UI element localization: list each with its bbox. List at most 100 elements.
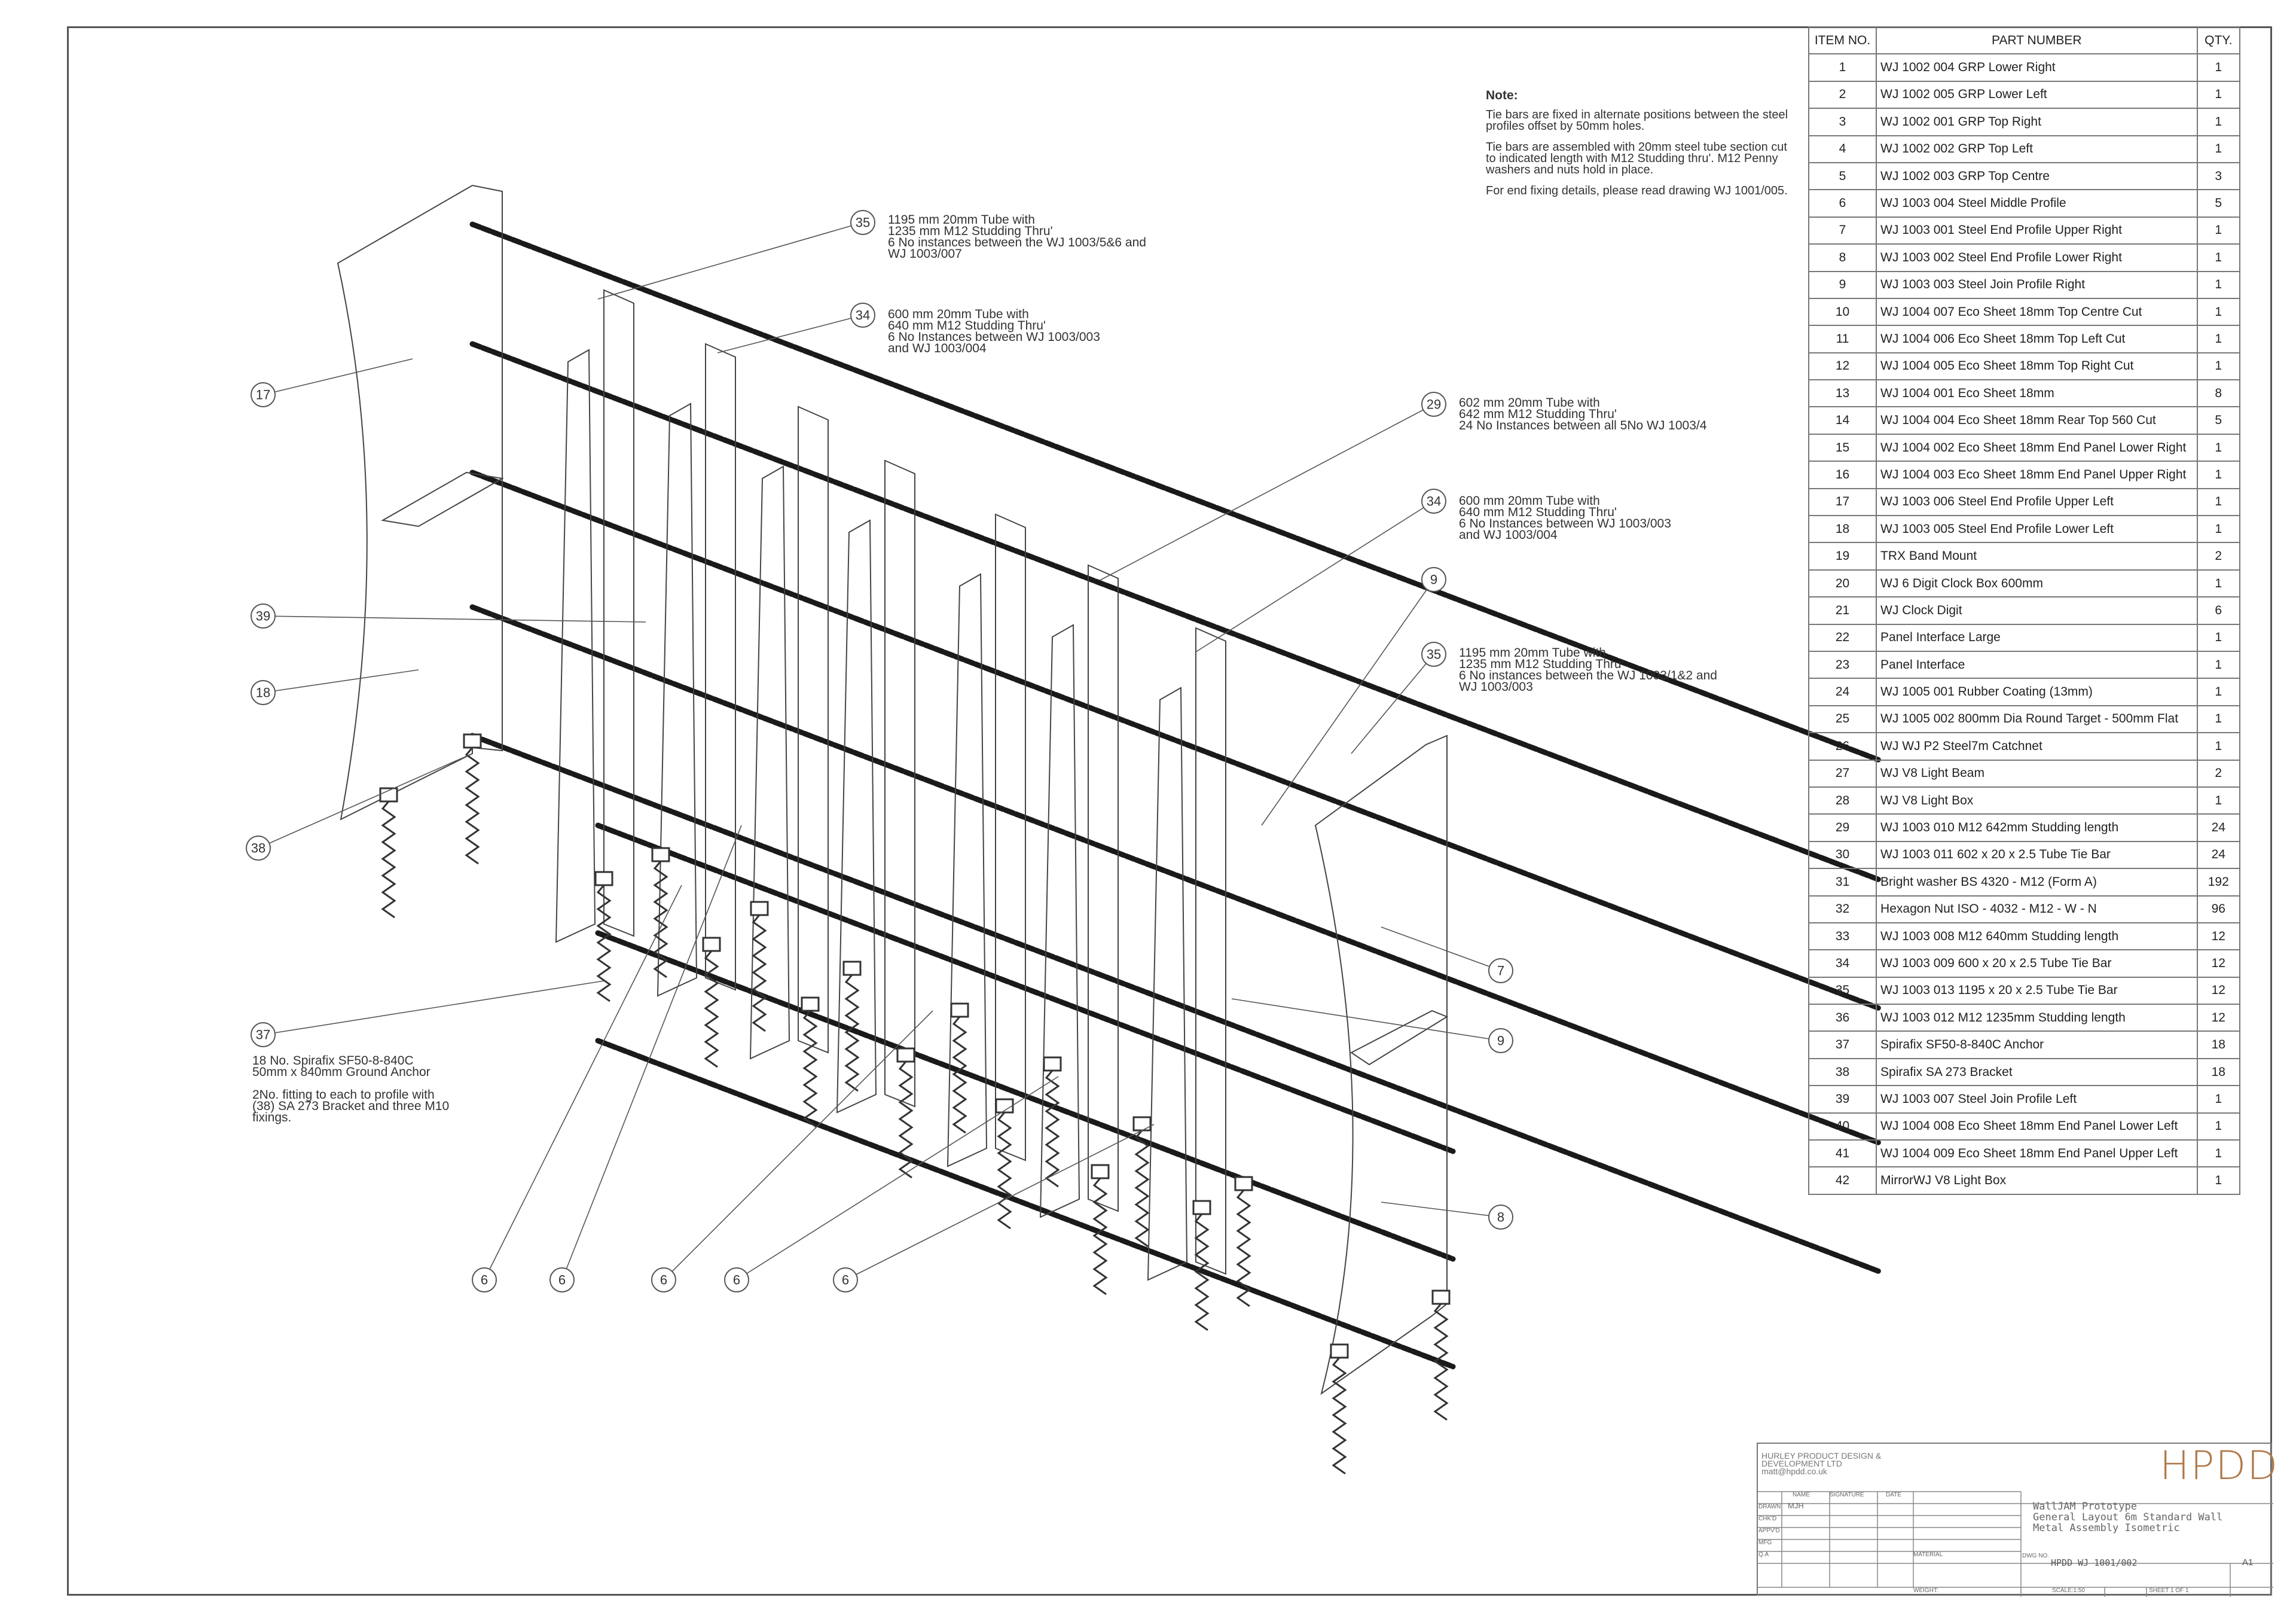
bom-header-qty: QTY. — [2196, 26, 2241, 55]
balloon-label: 6 — [842, 1273, 849, 1288]
bom-part-number: WJ 1002 001 GRP Top Right — [1876, 108, 2198, 136]
bom-item-no: 27 — [1808, 759, 1877, 788]
bom-qty: 5 — [2196, 406, 2241, 435]
anchor-bracket — [1043, 1056, 1062, 1072]
tb-label-scale: SCALE:1:50 — [2052, 1587, 2086, 1594]
tb-label-mfg: MFG — [1758, 1539, 1772, 1546]
leader-line — [717, 315, 863, 353]
bom-item-no: 40 — [1808, 1112, 1877, 1141]
bom-qty: 1 — [2196, 53, 2241, 82]
bom-qty: 5 — [2196, 189, 2241, 218]
bom-header-row: ITEM NO. PART NUMBER QTY. — [1808, 26, 2241, 55]
bom-part-number: WJ WJ P2 Steel7m Catchnet — [1876, 732, 2198, 761]
tb-label-appvd: APPV'D — [1758, 1528, 1780, 1534]
bom-item-no: 17 — [1808, 487, 1877, 517]
ground-anchor — [952, 1016, 967, 1134]
middle-profile — [995, 513, 1026, 1161]
balloon-circle — [833, 1267, 858, 1292]
bom-item-no: 4 — [1808, 135, 1877, 163]
bom-part-number: WJ 1004 006 Eco Sheet 18mm Top Left Cut — [1876, 325, 2198, 353]
balloon-circle — [1421, 567, 1446, 592]
balloon-circle — [1421, 642, 1446, 667]
bom-item-no: 36 — [1808, 1004, 1877, 1032]
title-block — [1757, 1443, 2273, 1597]
leader-line — [1381, 926, 1501, 971]
anchor-bracket — [1431, 1289, 1451, 1305]
bom-qty: 12 — [2196, 1004, 2241, 1032]
bom-qty: 1 — [2196, 515, 2241, 544]
bom-part-number: WJ 1003 001 Steel End Profile Upper Righ… — [1876, 216, 2198, 245]
bom-item-no: 2 — [1808, 80, 1877, 109]
bom-item-no: 32 — [1808, 895, 1877, 923]
balloon-circle — [246, 836, 271, 861]
callout-35-lower: 1195 mm 20mm Tube with 1235 mm M12 Studd… — [1459, 646, 1717, 694]
bom-qty: 2 — [2196, 759, 2241, 788]
bom-part-number: Spirafix SA 273 Bracket — [1876, 1057, 2198, 1087]
leader-line — [561, 825, 742, 1280]
bom-part-number: WJ 1003 010 M12 642mm Studding length — [1876, 813, 2198, 842]
bom-qty: 3 — [2196, 161, 2241, 191]
bom-qty: 24 — [2196, 813, 2241, 842]
bom-part-number: Spirafix SF50-8-840C Anchor — [1876, 1030, 2198, 1059]
bom-item-no: 1 — [1808, 53, 1877, 82]
bom-qty: 1 — [2196, 433, 2241, 462]
bom-qty: 2 — [2196, 542, 2241, 571]
middle-profile — [798, 406, 829, 1054]
bom-qty: 12 — [2196, 949, 2241, 978]
anchor-bracket — [896, 1047, 915, 1063]
balloon-label: 39 — [256, 609, 270, 624]
balloon-circle — [251, 603, 276, 629]
bom-item-no: 41 — [1808, 1139, 1877, 1168]
balloon-label: 34 — [856, 308, 870, 323]
bom-item-no: 9 — [1808, 270, 1877, 299]
tb-label-signature: SIGNATURE — [1830, 1492, 1864, 1498]
bom-part-number: WJ 1003 011 602 x 20 x 2.5 Tube Tie Bar — [1876, 840, 2198, 870]
bom-item-no: 33 — [1808, 922, 1877, 951]
leader-line — [1381, 1202, 1501, 1218]
bom-qty: 12 — [2196, 922, 2241, 951]
bom-part-number: WJ 1005 002 800mm Dia Round Target - 500… — [1876, 705, 2198, 734]
tie-bar — [469, 469, 1883, 1011]
note-paragraph-2: Tie bars are assembled with 20mm steel t… — [1486, 141, 1787, 176]
bom-item-no: 22 — [1808, 623, 1877, 652]
balloon-circle — [1488, 1028, 1513, 1053]
balloon-label: 6 — [660, 1273, 667, 1288]
balloon-circle — [850, 303, 875, 328]
bom-part-number: WJ 1003 003 Steel Join Profile Right — [1876, 270, 2198, 299]
sheet-border — [67, 26, 2272, 1596]
bom-part-number: TRX Band Mount — [1876, 542, 2198, 571]
callout-34-lower: 600 mm 20mm Tube with 640 mm M12 Studdin… — [1459, 494, 1671, 542]
middle-profile — [1195, 627, 1226, 1275]
bom-qty: 1 — [2196, 243, 2241, 272]
anchor-bracket — [995, 1098, 1014, 1114]
sheet-edge — [947, 573, 988, 1167]
bom-part-number: WJ 1004 001 Eco Sheet 18mm — [1876, 379, 2198, 408]
ground-anchors — [379, 733, 1451, 1475]
bom-part-number: WJ 1002 003 GRP Top Centre — [1876, 161, 2198, 191]
tb-label-name: NAME — [1793, 1492, 1810, 1498]
bom-item-no: 11 — [1808, 325, 1877, 353]
ground-anchor — [1236, 1190, 1251, 1307]
tb-drawn-by: MJH — [1788, 1501, 1804, 1510]
anchor-bracket — [1192, 1200, 1211, 1215]
bom-qty: 96 — [2196, 895, 2241, 923]
bom-header-item-no: ITEM NO. — [1808, 26, 1877, 55]
leader-lines — [258, 222, 1501, 1280]
bom-qty: 1 — [2196, 135, 2241, 163]
callout-34-upper: 600 mm 20mm Tube with 640 mm M12 Studdin… — [888, 307, 1100, 355]
bom-part-number: WJ 1002 004 GRP Lower Right — [1876, 53, 2198, 82]
